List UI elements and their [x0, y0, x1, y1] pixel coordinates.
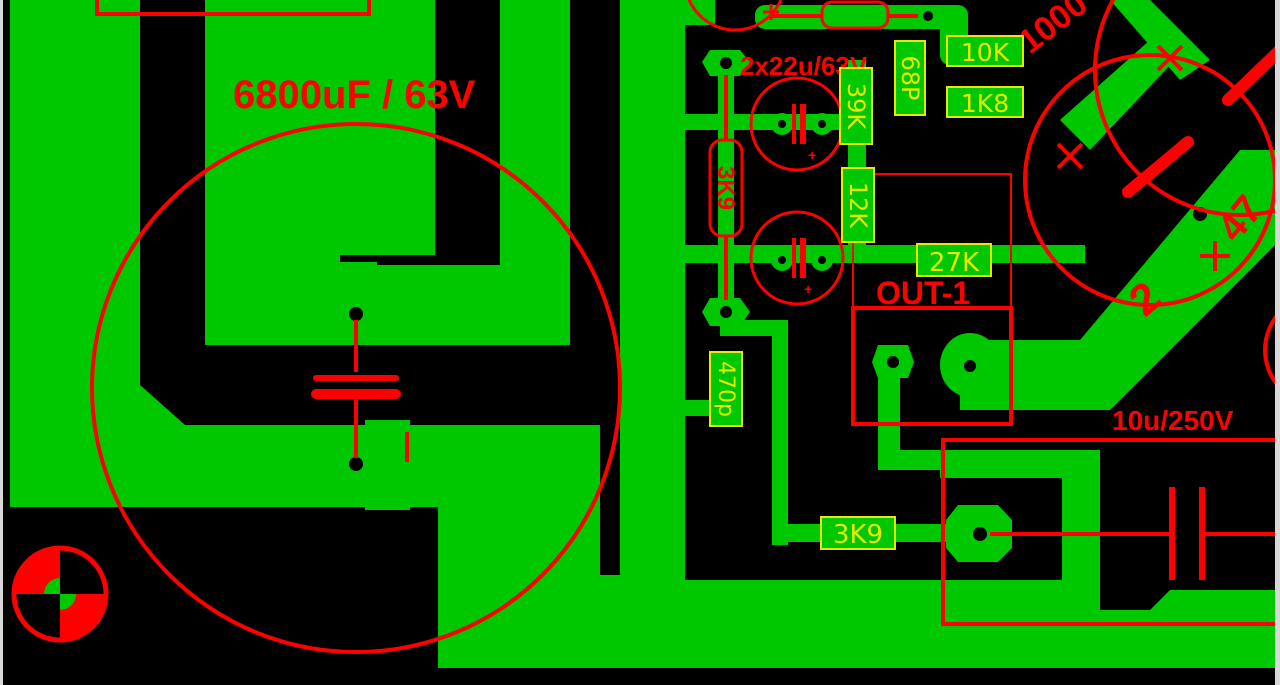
capacitor-large-outline-2 [1093, 0, 1280, 217]
viewport-right-border [1275, 0, 1280, 685]
capacitor-6800uf-outline [90, 122, 622, 654]
label-out-1: OUT-1 [876, 275, 970, 311]
value-10k-text: 10K [961, 38, 1010, 67]
small-cap-symbols: + + [792, 104, 816, 297]
value-labels: 10K 1K8 68P 39K 12K 27K 470p 3K9 [709, 35, 1024, 550]
value-3k9-bottom-text: 3K9 [833, 520, 883, 550]
pad-hole [349, 307, 363, 321]
capacitor-partial [687, 0, 783, 32]
value-3k9-bottom[interactable]: 3K9 [820, 516, 896, 550]
value-470p-text: 470p [713, 361, 738, 417]
pad-hole [818, 120, 826, 128]
pad-hole [720, 306, 732, 318]
polarity-plus: + [804, 281, 812, 297]
pad-hole [778, 256, 786, 264]
pad-hole [973, 527, 987, 541]
pad-hole [964, 360, 976, 372]
supply-pour-inner [205, 0, 570, 345]
copper-layer [10, 0, 1280, 668]
ground-pour-right [685, 450, 1280, 668]
cap-plate [792, 104, 796, 144]
viewport-left-border [0, 0, 3, 685]
pad-hole [1115, 127, 1129, 141]
value-3k9-vertical[interactable]: 3K9 [712, 166, 739, 210]
value-3k9-vertical-text: 3K9 [712, 166, 739, 210]
polarity-plus: + [808, 147, 816, 163]
value-10k[interactable]: 10K [946, 35, 1024, 67]
trace-down [772, 320, 788, 545]
cap-plate-diagonal [1222, 44, 1280, 106]
pad-hole [923, 11, 933, 21]
cap-plate-diagonal [1122, 136, 1194, 198]
cap-plate [792, 238, 796, 278]
connector-out-body [851, 306, 1013, 426]
pad-hole [720, 57, 732, 69]
label-big-cap: 6800uF / 63V [233, 73, 476, 117]
pad-hole [887, 356, 899, 368]
cap-pad-bottom-copper [365, 420, 410, 510]
value-68p-text: 68P [896, 55, 924, 100]
cap-pad-top-copper [332, 262, 377, 297]
polarity-plus-icon [1200, 241, 1230, 271]
trace-diagonal [960, 150, 1280, 410]
value-27k-text: 27K [929, 248, 980, 278]
trace-top [755, 5, 965, 29]
pad-hole [778, 120, 786, 128]
fiducial-target-icon [11, 545, 109, 643]
component-outline-top [95, 0, 371, 16]
capacitor-22u-outline [749, 210, 845, 306]
value-1k8-text: 1K8 [961, 89, 1009, 118]
trace-upper-right [1060, 40, 1175, 150]
polarity-cross-icon [1056, 142, 1084, 170]
value-1k8[interactable]: 1K8 [946, 86, 1024, 118]
pad-hole [349, 457, 363, 471]
value-12k[interactable]: 12K [841, 167, 875, 243]
value-470p[interactable]: 470p [709, 351, 743, 427]
pad-hole [1215, 27, 1229, 41]
capacitor-partial-right [1263, 309, 1280, 391]
cap-plate [800, 238, 806, 278]
capacitor-10u-outline [941, 438, 1280, 626]
trace-vertical-3k9 [718, 62, 734, 312]
pads [349, 6, 1229, 562]
cap-plate [800, 104, 806, 144]
polarity-plus-icon [763, 4, 779, 20]
label-cap-10u: 10u/250V [1112, 405, 1234, 436]
value-68p[interactable]: 68P [894, 40, 926, 116]
polarity-cross-icon [1156, 44, 1184, 72]
pad-hole [818, 256, 826, 264]
ground-pour-left [10, 0, 685, 668]
value-27k[interactable]: 27K [916, 243, 992, 278]
value-39k[interactable]: 39K [839, 67, 873, 145]
trace-feedback-2 [685, 245, 1085, 263]
value-39k-text: 39K [842, 83, 870, 131]
value-12k-text: 12K [844, 182, 872, 230]
trace-output [878, 360, 1100, 470]
